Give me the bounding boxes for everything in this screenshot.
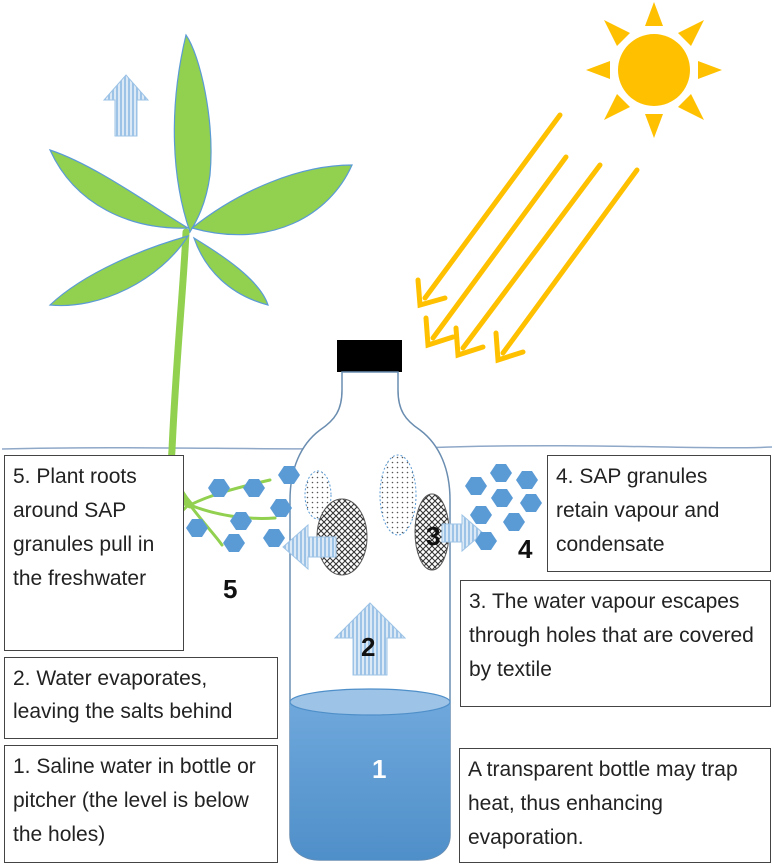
textile-hole-icon bbox=[304, 470, 332, 520]
step4-text: 4. SAP granules retain vapour and conden… bbox=[556, 465, 720, 556]
sap-granule-icon bbox=[270, 499, 292, 517]
marker-5: 5 bbox=[223, 574, 238, 604]
left-arrow-icon bbox=[282, 523, 337, 571]
plant-leaf bbox=[173, 33, 212, 234]
sap-granule-icon bbox=[491, 489, 513, 507]
step3-text: 3. The water vapour escapes through hole… bbox=[469, 590, 754, 681]
sap-granule-icon bbox=[263, 529, 285, 547]
plant-leaf bbox=[190, 164, 353, 236]
marker-2: 2 bbox=[361, 632, 376, 662]
sun-icon bbox=[586, 2, 722, 138]
sun-ray-arrow-icon bbox=[415, 112, 563, 309]
bottle-icon bbox=[289, 340, 451, 861]
sun-ray-arrows bbox=[415, 112, 640, 364]
sap-granule-icon bbox=[230, 512, 252, 530]
sap-granule-icon bbox=[278, 466, 300, 484]
marker-1: 1 bbox=[372, 754, 387, 784]
right-arrow-icon bbox=[441, 513, 484, 553]
sap-granule-icon bbox=[208, 479, 230, 497]
step5-text: 5. Plant roots around SAP granules pull … bbox=[13, 465, 155, 590]
bottle-cap bbox=[337, 340, 402, 372]
up-arrow-icon bbox=[102, 74, 150, 137]
marker-4: 4 bbox=[518, 534, 533, 564]
plant-leaf bbox=[192, 236, 269, 306]
textile-hole-icon bbox=[379, 454, 417, 536]
vapour-arrows bbox=[282, 513, 484, 676]
sap-granule-icon bbox=[475, 532, 497, 550]
sap-granule-icon bbox=[503, 513, 525, 531]
step4-box: 4. SAP granules retain vapour and conden… bbox=[547, 455, 771, 572]
marker-3: 3 bbox=[426, 521, 441, 551]
sun-ray-arrow-icon bbox=[453, 162, 603, 359]
step5-box: 5. Plant roots around SAP granules pull … bbox=[4, 455, 184, 651]
sap-granule-icon bbox=[490, 464, 512, 482]
sap-granule-icon bbox=[223, 534, 245, 552]
sap-granules-right bbox=[465, 464, 542, 550]
sap-granule-icon bbox=[465, 477, 487, 495]
plant-leaf bbox=[48, 235, 190, 307]
step2-box: 2. Water evaporates, leaving the salts b… bbox=[4, 657, 278, 739]
step3-box: 3. The water vapour escapes through hole… bbox=[460, 580, 771, 707]
step1-box: 1. Saline water in bottle or pitcher (th… bbox=[4, 745, 278, 863]
note-box: A transparent bottle may trap heat, thus… bbox=[459, 748, 771, 863]
sun-ray-arrow-icon bbox=[423, 154, 569, 349]
bottle-water bbox=[290, 700, 450, 860]
step2-text: 2. Water evaporates, leaving the salts b… bbox=[13, 667, 233, 723]
plant-icon bbox=[48, 33, 353, 547]
step1-text: 1. Saline water in bottle or pitcher (th… bbox=[13, 755, 256, 846]
water-surface bbox=[289, 688, 451, 716]
sap-granule-icon bbox=[243, 479, 265, 497]
sap-granule-icon bbox=[520, 494, 542, 512]
note-text: A transparent bottle may trap heat, thus… bbox=[468, 758, 738, 849]
up-arrow-icon bbox=[333, 602, 407, 676]
sap-granule-icon bbox=[186, 519, 208, 537]
plant-leaf bbox=[48, 148, 191, 229]
sap-granule-icon bbox=[470, 506, 492, 524]
sap-granules-left bbox=[186, 466, 300, 552]
sap-granule-icon bbox=[516, 471, 538, 489]
sun-ray-arrow-icon bbox=[493, 167, 640, 364]
